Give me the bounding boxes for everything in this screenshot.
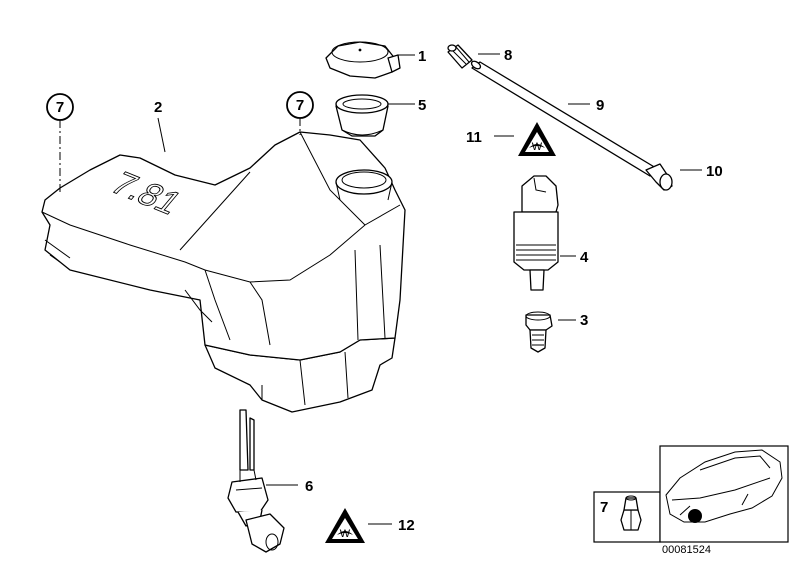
svg-text:7: 7	[56, 99, 64, 116]
leader-lines	[157, 53, 702, 525]
car-silhouette-icon	[665, 449, 783, 523]
svg-text:W: W	[340, 528, 351, 540]
callout-8: 8	[504, 47, 512, 64]
warning-triangle-icon: W	[518, 122, 556, 156]
diagram-id: 00081524	[662, 544, 711, 556]
washer-hose[interactable]	[470, 60, 657, 177]
hex-nut-icon	[620, 495, 642, 531]
callout-11: 11	[466, 129, 482, 146]
inset-panel: 7 00081524	[593, 445, 789, 556]
adapter-ring[interactable]	[335, 94, 389, 137]
callout-1: 1	[418, 48, 426, 65]
callout-12: 12	[398, 517, 415, 534]
callout-7-circled: 7	[286, 91, 314, 119]
elbow-connector[interactable]	[645, 163, 673, 191]
hose-connector[interactable]	[447, 44, 473, 69]
filler-cap[interactable]	[325, 41, 401, 79]
callout-7-circled: 7	[46, 93, 74, 121]
washer-reservoir[interactable]: 7.81	[41, 131, 406, 413]
washer-pump[interactable]	[513, 175, 559, 291]
callout-4: 4	[580, 249, 589, 266]
callout-2: 2	[154, 99, 162, 116]
callout-9: 9	[596, 97, 604, 114]
fluid-level-sensor[interactable]	[227, 409, 285, 553]
pump-filter[interactable]	[525, 311, 553, 353]
callout-10: 10	[706, 163, 723, 180]
warning-triangle-icon: W	[325, 508, 365, 543]
callout-6: 6	[305, 478, 313, 495]
svg-text:7: 7	[296, 97, 304, 114]
callout-3: 3	[580, 312, 588, 329]
inset-part-number: 7	[600, 499, 608, 516]
callout-5: 5	[418, 97, 426, 114]
svg-text:W: W	[532, 141, 543, 153]
